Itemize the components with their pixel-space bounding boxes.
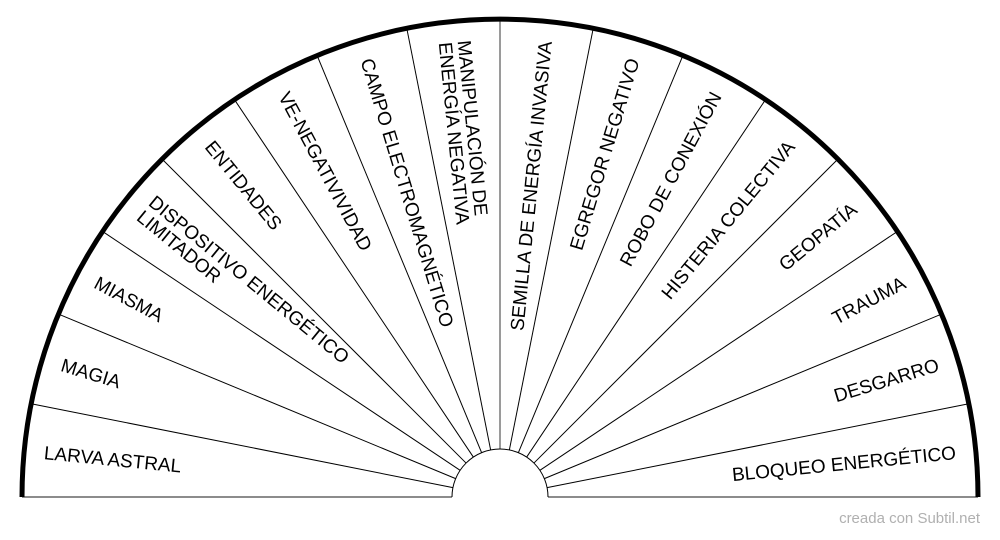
sector-label-8: SEMILLA DE ENERGÍA INVASIVA	[507, 40, 556, 332]
sector-label-4: ENTIDADES	[200, 137, 285, 234]
sector-label-text: EGREGOR NEGATIVO	[567, 56, 645, 253]
sector-label-9: EGREGOR NEGATIVO	[567, 56, 645, 253]
sector-divider	[539, 231, 898, 471]
sector-divider	[526, 99, 766, 458]
sector-label-text: DESGARRO	[832, 355, 942, 407]
sector-label-text: MAGIA	[58, 355, 123, 393]
sector-label-13: TRAUMA	[829, 273, 910, 329]
sector-label-15: BLOQUEO ENERGÉTICO	[731, 443, 957, 486]
sector-label-text: MIASMA	[90, 273, 166, 327]
sector-divider	[102, 231, 461, 471]
sector-label-text: VE-NEGATIVIVIDAD	[274, 89, 376, 255]
sector-divider	[533, 158, 839, 464]
sector-label-5: VE-NEGATIVIVIDAD	[274, 89, 376, 255]
watermark: creada con Subtil.net	[839, 510, 980, 527]
inner-arc	[451, 448, 549, 498]
sector-label-text: SEMILLA DE ENERGÍA INVASIVA	[507, 40, 556, 332]
sector-divider	[508, 28, 594, 451]
sector-label-14: DESGARRO	[832, 355, 942, 407]
sector-label-text: ENTIDADES	[200, 137, 285, 234]
sector-divider	[406, 28, 492, 451]
sector-divider	[31, 403, 454, 489]
sector-divider	[546, 403, 969, 489]
sector-divider	[544, 313, 942, 480]
sector-divider	[234, 99, 474, 458]
sector-label-text: LARVA ASTRAL	[43, 443, 182, 477]
sector-label-1: MAGIA	[58, 355, 123, 393]
sector-divider	[161, 158, 467, 464]
sector-divider	[517, 55, 684, 453]
sector-label-0: LARVA ASTRAL	[43, 443, 182, 477]
sector-divider	[316, 55, 483, 453]
sector-divider	[58, 313, 456, 480]
outer-arc	[19, 16, 981, 498]
sector-label-text: BLOQUEO ENERGÉTICO	[731, 443, 957, 486]
sector-label-2: MIASMA	[90, 273, 166, 327]
sector-label-text: TRAUMA	[829, 273, 910, 329]
